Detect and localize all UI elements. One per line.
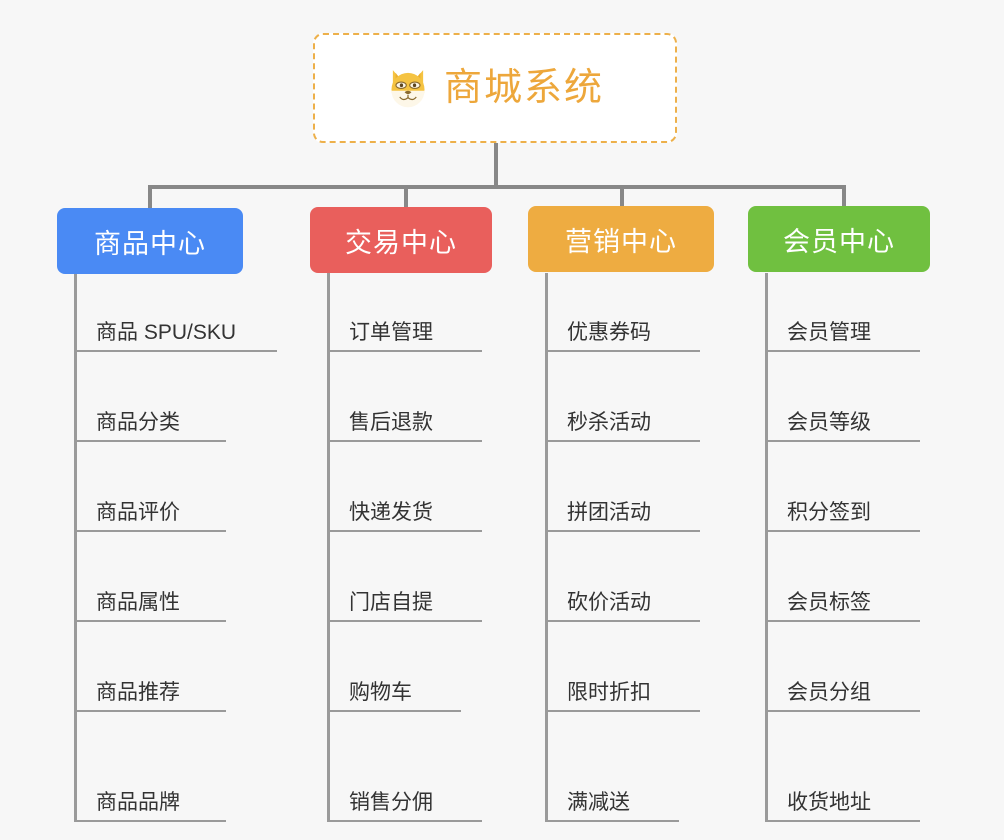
branch-header-label: 会员中心 [783,226,895,257]
leaf-label: 订单管理 [349,320,433,344]
dog-face-icon [391,70,425,108]
leaf-item[interactable]: 砍价活动 [545,532,700,622]
column-trunk-4 [765,273,768,822]
column-trunk-2 [327,273,330,822]
leaf-underline [545,440,700,442]
leaf-item[interactable]: 会员等级 [765,352,920,442]
leaf-label: 商品评价 [96,500,180,524]
leaf-label: 门店自提 [349,590,433,614]
branch-drop-connector-2 [404,185,408,209]
leaf-label: 会员分组 [787,680,871,704]
branch-header-jiaoyi[interactable]: 交易中心 [310,207,492,273]
leaf-label: 商品 SPU/SKU [96,320,237,344]
column-trunk-3 [545,273,548,822]
leaf-underline [327,710,461,712]
leaf-item[interactable]: 订单管理 [327,290,482,352]
branch-drop-connector-1 [148,185,152,209]
leaf-underline [327,820,482,822]
branch-drop-connector-4 [842,185,846,209]
leaf-item[interactable]: 商品推荐 [74,622,226,712]
leaf-underline [765,620,920,622]
leaf-underline [74,820,226,822]
leaf-label: 商品推荐 [96,680,180,704]
leaf-label: 会员标签 [787,590,871,614]
leaf-item[interactable]: 商品 SPU/SKU [74,290,277,352]
leaf-item[interactable]: 商品品牌 [74,712,226,822]
leaf-label: 会员等级 [787,410,871,434]
leaf-underline [74,530,226,532]
leaf-underline [74,710,226,712]
leaf-underline [74,620,226,622]
leaf-label: 会员管理 [787,320,871,344]
leaf-item[interactable]: 商品评价 [74,442,226,532]
leaf-underline [765,710,920,712]
leaf-label: 秒杀活动 [567,410,651,434]
branch-header-label: 商品中心 [94,228,206,259]
leaf-item[interactable]: 拼团活动 [545,442,700,532]
leaf-item[interactable]: 收货地址 [765,712,920,822]
leaf-label: 满减送 [567,790,630,814]
leaf-item[interactable]: 会员标签 [765,532,920,622]
branch-bus-connector [148,185,846,189]
column-trunk-1 [74,274,77,822]
leaf-label: 收货地址 [787,790,871,814]
branch-header-label: 交易中心 [345,227,457,258]
leaf-item[interactable]: 限时折扣 [545,622,700,712]
leaf-underline [545,710,700,712]
leaf-underline [545,620,700,622]
leaf-item[interactable]: 门店自提 [327,532,482,622]
leaf-item[interactable]: 秒杀活动 [545,352,700,442]
leaf-label: 商品分类 [96,410,180,434]
leaf-item[interactable]: 会员分组 [765,622,920,712]
leaf-label: 快递发货 [349,500,433,524]
root-title: 商城系统 [443,67,604,109]
leaf-underline [545,530,700,532]
leaf-underline [327,440,482,442]
leaf-underline [545,820,679,822]
leaf-item[interactable]: 积分签到 [765,442,920,532]
root-stem-connector [494,143,498,188]
leaf-label: 售后退款 [349,410,433,434]
leaf-label: 砍价活动 [567,590,651,614]
leaf-label: 限时折扣 [567,680,651,704]
leaf-label: 积分签到 [787,500,871,524]
leaf-item[interactable]: 购物车 [327,622,461,712]
leaf-label: 购物车 [349,680,412,704]
branch-header-yingxiao[interactable]: 营销中心 [528,206,714,272]
leaf-item[interactable]: 满减送 [545,712,679,822]
leaf-item[interactable]: 商品分类 [74,352,226,442]
leaf-underline [545,350,700,352]
leaf-underline [327,530,482,532]
leaf-item[interactable]: 快递发货 [327,442,482,532]
leaf-item[interactable]: 优惠券码 [545,290,700,352]
branch-header-shangpin[interactable]: 商品中心 [57,208,243,274]
leaf-item[interactable]: 销售分佣 [327,712,482,822]
root-node[interactable]: 商城系统 [313,33,677,143]
leaf-item[interactable]: 商品属性 [74,532,226,622]
leaf-label: 销售分佣 [349,790,433,814]
leaf-label: 商品属性 [96,590,180,614]
branch-header-huiyuan[interactable]: 会员中心 [748,206,930,272]
leaf-item[interactable]: 售后退款 [327,352,482,442]
leaf-underline [74,440,226,442]
leaf-underline [765,350,920,352]
leaf-label: 商品品牌 [96,790,180,814]
branch-header-label: 营销中心 [565,226,677,257]
leaf-underline [74,350,277,352]
leaf-label: 优惠券码 [567,320,651,344]
leaf-underline [765,530,920,532]
leaf-underline [765,820,920,822]
leaf-label: 拼团活动 [567,500,651,524]
leaf-underline [327,620,482,622]
branch-drop-connector-3 [620,185,624,209]
leaf-item[interactable]: 会员管理 [765,290,920,352]
leaf-underline [765,440,920,442]
leaf-underline [327,350,482,352]
